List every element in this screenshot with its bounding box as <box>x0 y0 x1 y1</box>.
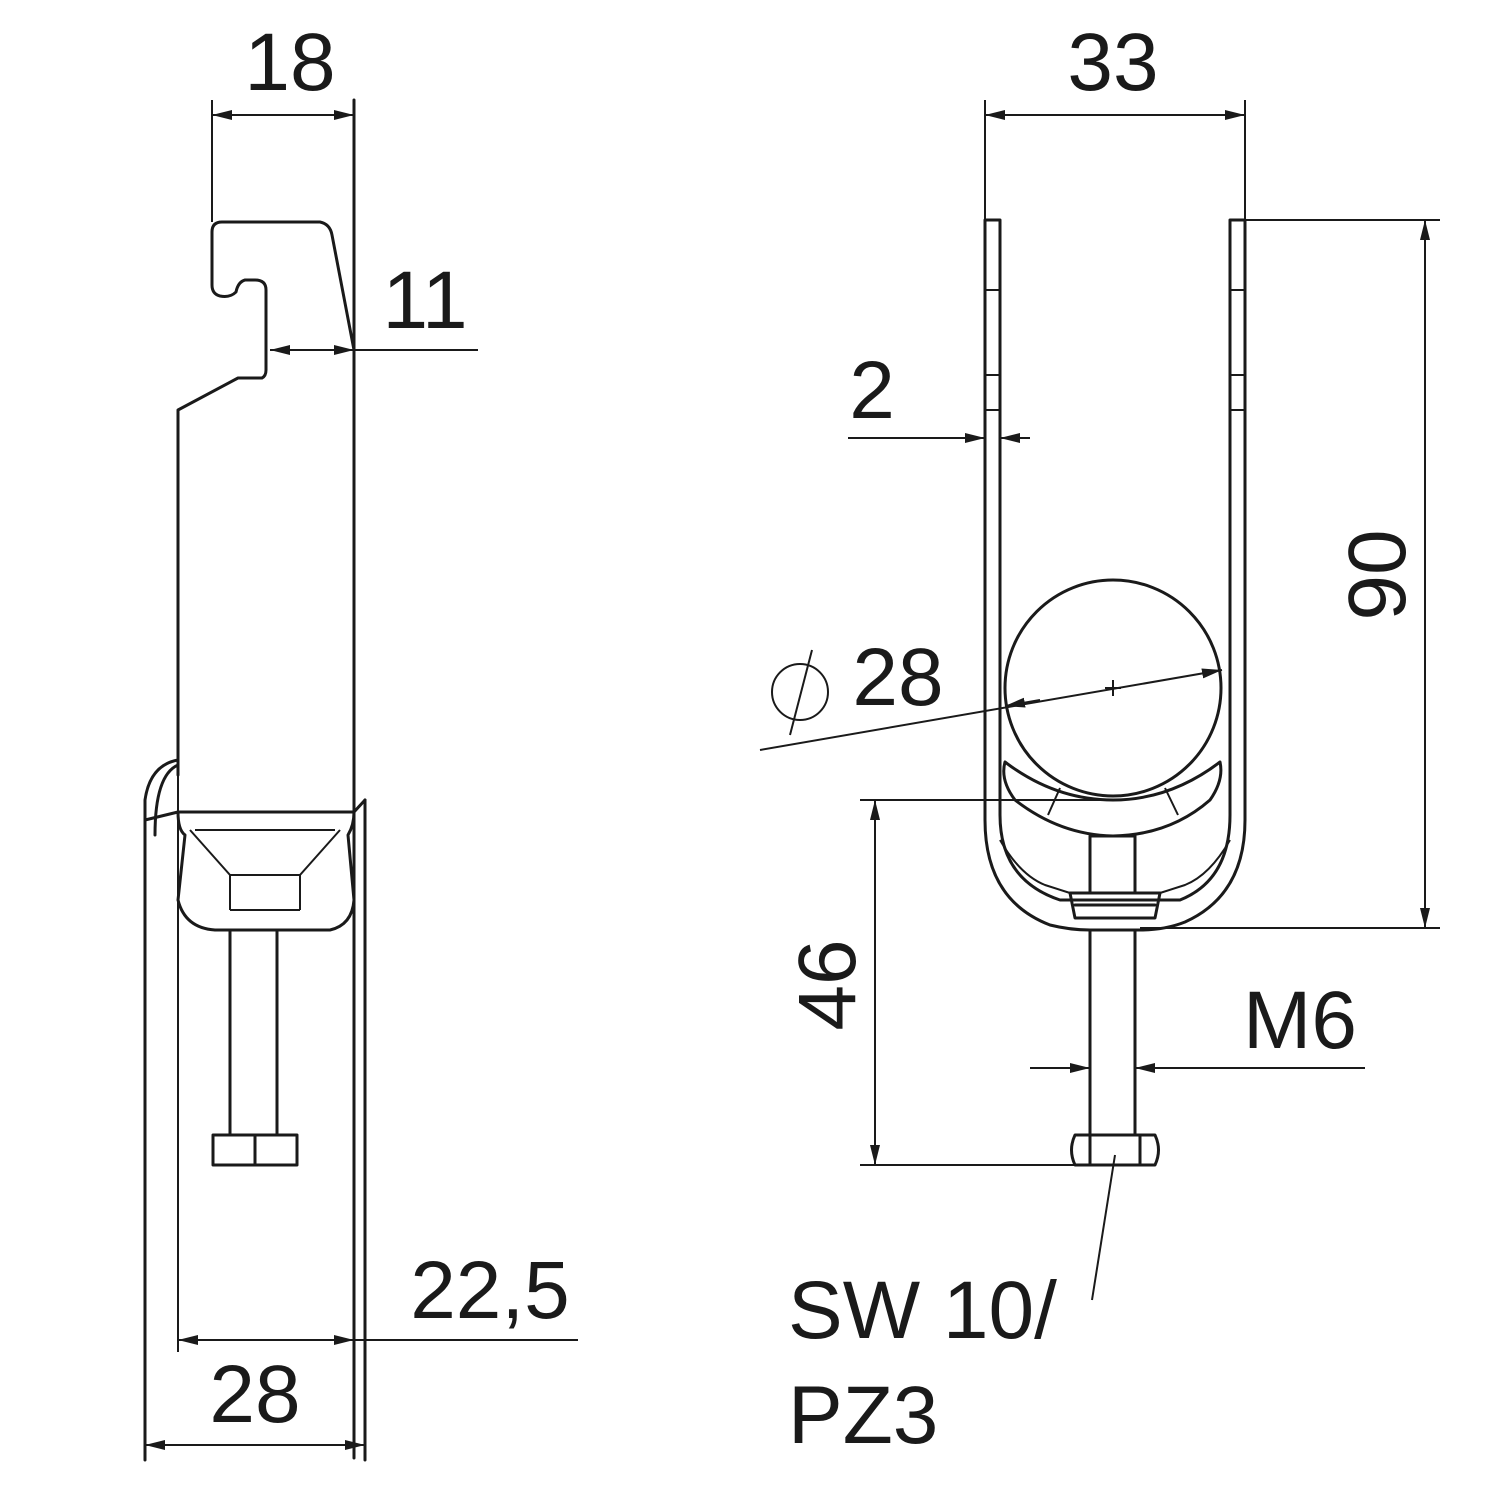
front-view-clip <box>983 218 1247 1167</box>
dim-label-11: 11 <box>382 255 467 346</box>
dim-top-width: 18 <box>211 17 354 222</box>
dim-label-2: 2 <box>849 345 895 436</box>
dim-label-diameter: 28 <box>852 632 943 723</box>
dim-label-m6: M6 <box>1243 975 1357 1066</box>
note-drive: SW 10/ PZ3 <box>788 1154 1116 1461</box>
note-line-1: SW 10/ <box>788 1265 1057 1356</box>
dim-label-18: 18 <box>244 17 335 108</box>
dim-label-90: 90 <box>1332 529 1423 620</box>
dim-height-46: 46 <box>782 799 1110 1166</box>
dim-inner-width: 22,5 <box>177 775 578 1352</box>
dim-hook-depth: 11 <box>270 255 478 355</box>
dim-thickness-2: 2 <box>848 345 1030 443</box>
side-view-clip <box>143 98 367 1462</box>
dim-thread-m6: M6 <box>1030 975 1365 1073</box>
dim-width-33: 33 <box>984 17 1246 220</box>
dim-label-28: 28 <box>209 1349 300 1440</box>
note-line-2: PZ3 <box>788 1370 938 1461</box>
dim-label-33: 33 <box>1067 17 1158 108</box>
dim-diameter-28: 28 <box>759 632 1223 751</box>
diameter-symbol-icon <box>771 649 829 736</box>
dim-height-90: 90 <box>1140 219 1440 929</box>
dim-label-22-5: 22,5 <box>410 1245 570 1336</box>
dim-label-46: 46 <box>782 939 873 1030</box>
dim-outer-width: 28 <box>145 1349 365 1450</box>
